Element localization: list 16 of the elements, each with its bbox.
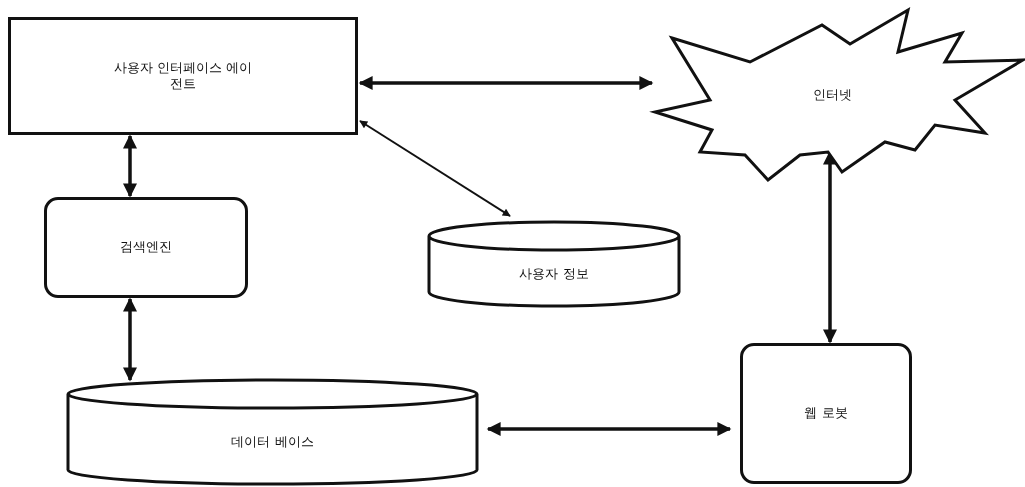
double-arrow (123, 297, 137, 382)
double-arrow (359, 120, 511, 217)
node-label: 사용자 인터페이스 에이전트 (112, 59, 254, 93)
node-label: 사용자 정보 (519, 266, 589, 283)
database-cylinder (428, 222, 680, 306)
agent-box (8, 17, 358, 135)
double-arrow (123, 134, 137, 198)
double-arrow (358, 76, 654, 90)
node-label: 웹 로봇 (804, 405, 848, 422)
double-arrow (486, 422, 732, 436)
process-box (44, 197, 248, 298)
node-label: 인터넷 (813, 86, 852, 104)
process-box (740, 343, 912, 484)
node-label: 데이터 베이스 (231, 434, 314, 451)
database-cylinder (67, 380, 478, 484)
node-label: 검색엔진 (120, 239, 172, 256)
